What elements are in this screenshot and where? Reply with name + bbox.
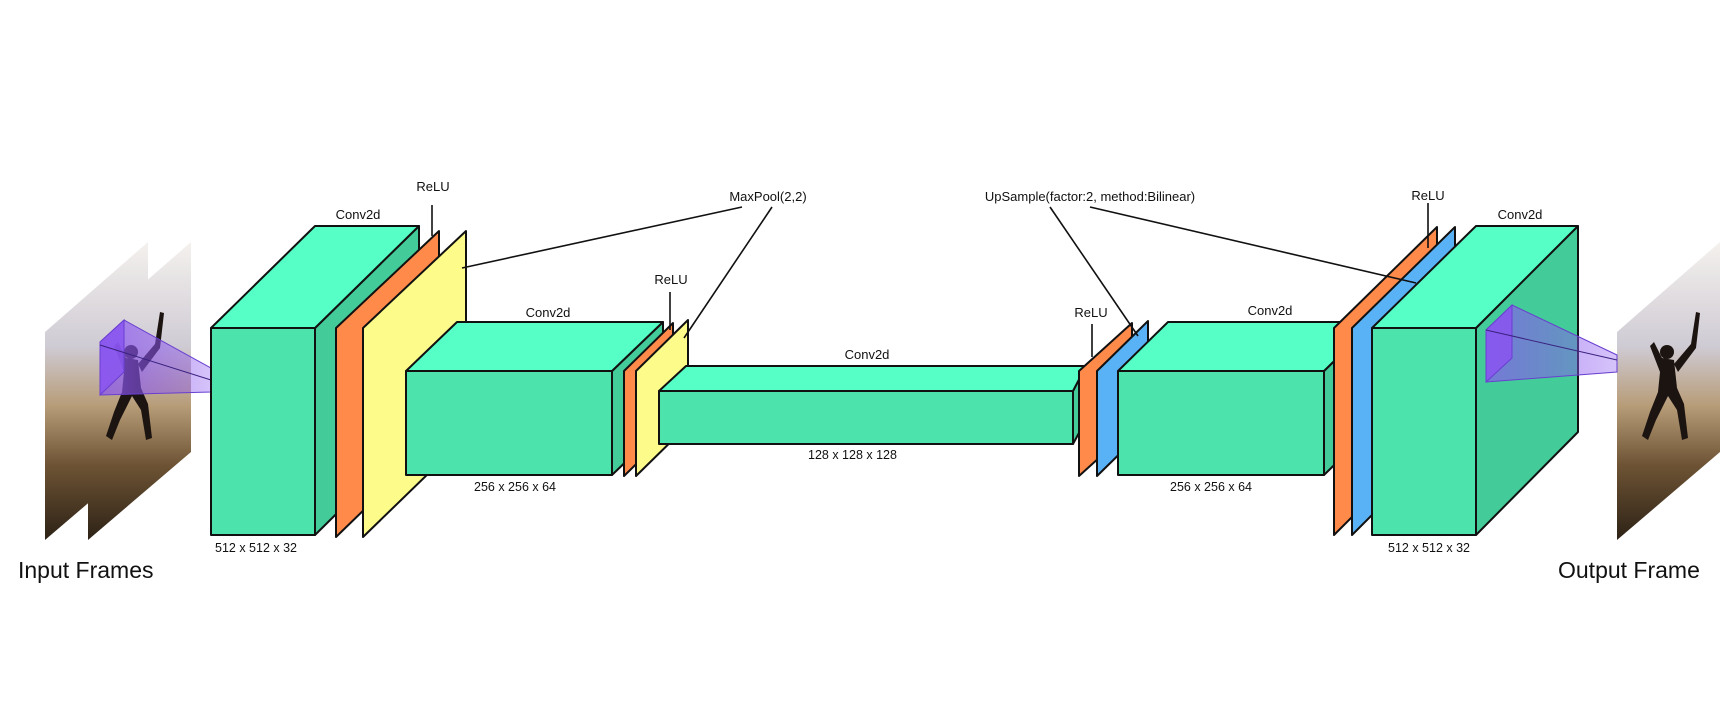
runner-silhouette-output	[1642, 312, 1700, 440]
conv3-label: Conv2d	[845, 347, 890, 362]
input-frames-label: Input Frames	[18, 557, 154, 583]
conv5-front	[1371, 327, 1477, 536]
conv2-front	[405, 370, 613, 476]
conv1-front	[210, 327, 316, 536]
output-filter-beam	[1485, 303, 1618, 384]
conv4-label: Conv2d	[1248, 303, 1293, 318]
relu4-label: ReLU	[1411, 188, 1444, 203]
conv4-front	[1117, 370, 1325, 476]
conv1-label: Conv2d	[336, 207, 381, 222]
dim-label-4: 256 x 256 x 64	[1170, 480, 1252, 494]
conv3-front	[658, 390, 1074, 445]
input-frames	[45, 242, 212, 540]
conv5-label: Conv2d	[1498, 207, 1543, 222]
input-filter-beam	[99, 318, 212, 397]
label-leader-lines	[431, 203, 1429, 357]
conv2-label: Conv2d	[526, 305, 571, 320]
output-frame	[1485, 242, 1720, 540]
conv3-top	[658, 365, 1087, 392]
conv-block-5	[1371, 225, 1579, 536]
conv-block-3	[658, 365, 1087, 445]
output-frame-label: Output Frame	[1558, 557, 1700, 583]
relu2-label: ReLU	[654, 272, 687, 287]
dim-label-5: 512 x 512 x 32	[1388, 541, 1470, 555]
maxpool-label: MaxPool(2,2)	[729, 189, 806, 204]
relu3-label: ReLU	[1074, 305, 1107, 320]
dim-label-1: 512 x 512 x 32	[215, 541, 297, 555]
relu1-label: ReLU	[416, 179, 449, 194]
dim-label-2: 256 x 256 x 64	[474, 480, 556, 494]
dim-label-3: 128 x 128 x 128	[808, 448, 897, 462]
upsample-label: UpSample(factor:2, method:Bilinear)	[985, 189, 1195, 204]
